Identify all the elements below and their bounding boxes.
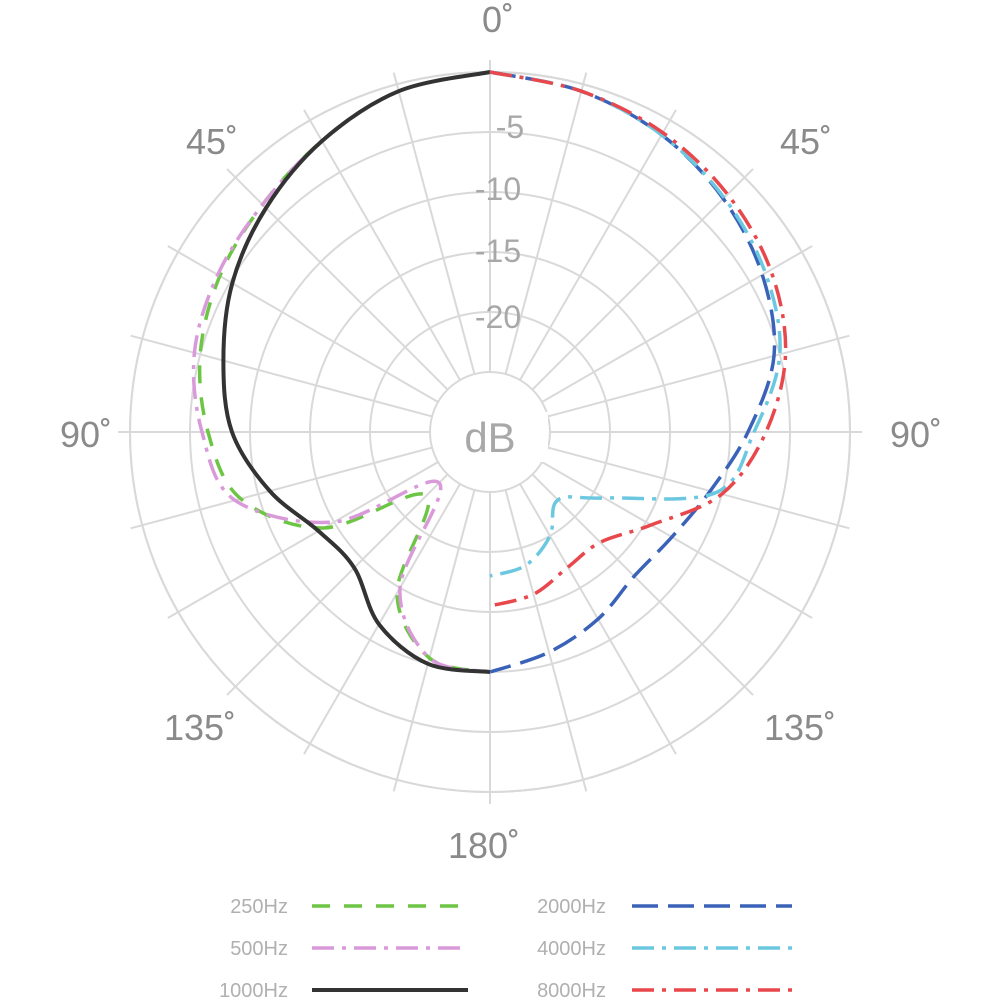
- legend-item-4000hz: 4000Hz: [537, 938, 792, 960]
- curve-2000hz: [489, 70, 777, 674]
- angle-label-90-right: 90˚: [890, 414, 942, 455]
- grid-spoke: [303, 483, 461, 755]
- angle-label-0: 0˚: [482, 0, 514, 40]
- grid-spoke: [167, 245, 439, 403]
- grid-spoke: [130, 334, 433, 418]
- grid-spoke: [392, 72, 476, 375]
- curve-250hz: [197, 70, 491, 674]
- angle-label-45-right: 45˚: [780, 121, 832, 162]
- grid-spoke: [226, 473, 449, 696]
- grid-spoke: [130, 446, 433, 530]
- grid-spoke: [519, 109, 677, 381]
- grid-spoke: [547, 446, 850, 530]
- ring-label-15: -15: [475, 233, 521, 269]
- angle-labels: 0˚ 45˚ 45˚ 90˚ 90˚ 135˚ 135˚ 180˚: [60, 0, 942, 866]
- legend: 250Hz 2000Hz 500Hz 4000Hz 1000Hz 8000Hz: [219, 896, 792, 1000]
- legend-label: 8000Hz: [537, 980, 606, 1000]
- curve-500hz: [191, 70, 491, 674]
- polar-grid: [118, 60, 862, 804]
- ring-label-5: -5: [496, 109, 524, 145]
- grid-spoke: [504, 72, 588, 375]
- legend-label: 500Hz: [230, 938, 288, 960]
- grid-spoke: [392, 489, 476, 792]
- legend-label: 4000Hz: [537, 938, 606, 960]
- angle-label-90-left: 90˚: [60, 414, 112, 455]
- grid-spoke: [547, 334, 850, 418]
- grid-spoke: [541, 245, 813, 403]
- legend-item-500hz: 500Hz: [230, 938, 468, 960]
- frequency-curves: [191, 70, 788, 674]
- angle-label-180: 180˚: [448, 825, 520, 866]
- legend-item-8000hz: 8000Hz: [537, 980, 792, 1000]
- legend-label: 2000Hz: [537, 896, 606, 918]
- legend-item-1000hz: 1000Hz: [219, 980, 468, 1000]
- grid-spoke: [167, 461, 439, 619]
- ring-label-10: -10: [475, 171, 521, 207]
- unit-label-background: [452, 412, 548, 462]
- angle-label-135-left: 135˚: [164, 707, 236, 748]
- legend-label: 250Hz: [230, 896, 288, 918]
- curve-8000hz: [489, 70, 788, 608]
- grid-spoke: [226, 168, 449, 391]
- curve-4000hz: [489, 70, 782, 578]
- curve-1000hz: [221, 70, 491, 674]
- legend-item-250hz: 250Hz: [230, 896, 468, 918]
- grid-spoke: [531, 473, 754, 696]
- ring-label-20: -20: [475, 299, 521, 335]
- legend-label: 1000Hz: [219, 980, 288, 1000]
- grid-spoke: [504, 489, 588, 792]
- angle-label-45-left: 45˚: [186, 121, 238, 162]
- legend-item-2000hz: 2000Hz: [537, 896, 792, 918]
- ring-labels: -5 -10 -15 -20: [475, 109, 524, 335]
- unit-label: dB: [464, 414, 515, 461]
- grid-spoke: [541, 461, 813, 619]
- grid-spoke: [303, 109, 461, 381]
- grid-spoke: [531, 168, 754, 391]
- angle-label-135-right: 135˚: [764, 707, 836, 748]
